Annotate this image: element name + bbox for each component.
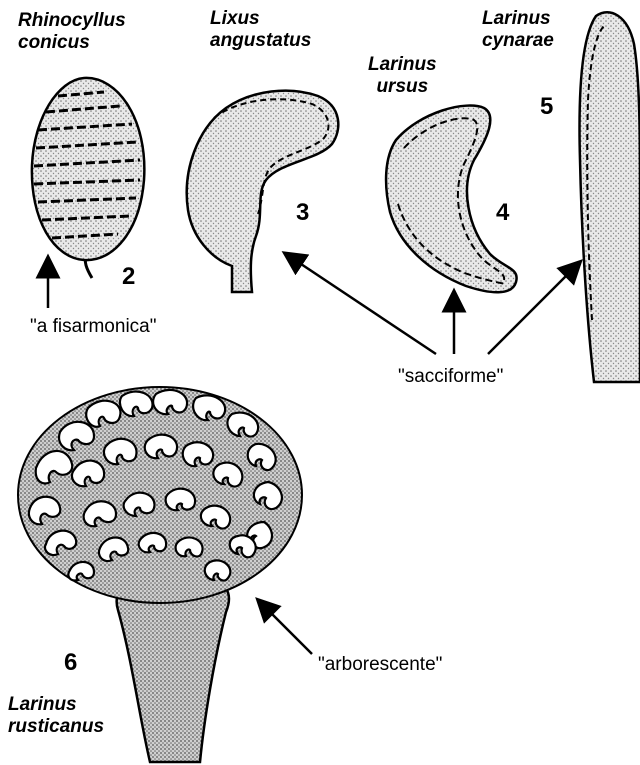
arrow-arborescente bbox=[264, 606, 312, 654]
species-label-fig2: Rhinocyllus conicus bbox=[18, 10, 126, 54]
spermatheca-fig2 bbox=[32, 78, 144, 278]
type-label-fisarmonica: "a fisarmonica" bbox=[30, 316, 156, 338]
figure-number-3: 3 bbox=[296, 200, 309, 226]
figure-number-2: 2 bbox=[122, 264, 135, 290]
figure-number-4: 4 bbox=[496, 200, 509, 226]
type-label-arborescente: "arborescente" bbox=[318, 654, 442, 676]
type-label-sacciforme: "sacciforme" bbox=[398, 366, 503, 388]
species-label-fig4: Larinus ursus bbox=[368, 54, 437, 98]
species-label-fig6: Larinus rusticanus bbox=[8, 694, 104, 738]
species-label-fig5: Larinus cynarae bbox=[482, 8, 554, 52]
arrow-sacciforme-fig3 bbox=[292, 258, 436, 354]
figure-number-5: 5 bbox=[540, 94, 553, 120]
spermatheca-fig3 bbox=[187, 91, 339, 292]
figure-number-6: 6 bbox=[64, 650, 77, 676]
spermatheca-fig5 bbox=[580, 12, 640, 382]
species-label-fig3: Lixus angustatus bbox=[210, 8, 311, 52]
